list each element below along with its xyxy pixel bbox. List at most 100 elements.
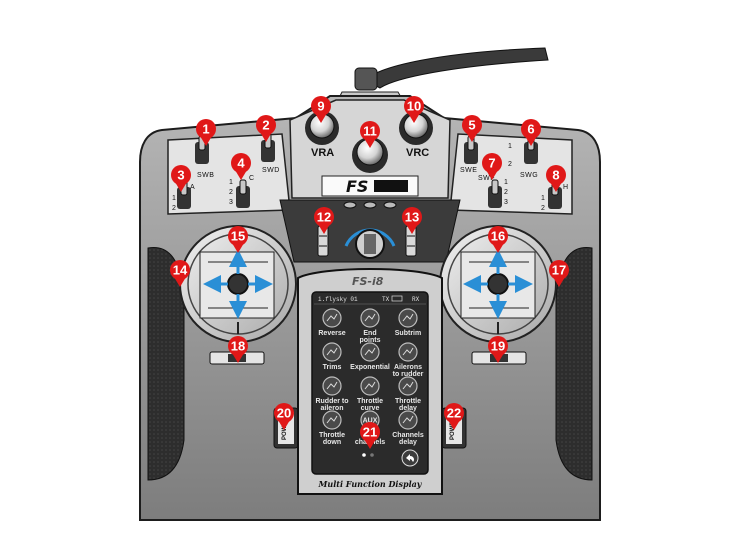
- menu-item[interactable]: Exponential: [350, 342, 390, 371]
- callout-14: 14: [170, 260, 190, 287]
- menu-item-label: Subtrim: [395, 330, 421, 337]
- menu-item-icon: [398, 410, 418, 430]
- knob-vra[interactable]: VRA: [305, 111, 339, 159]
- menu-item-icon: [398, 376, 418, 396]
- menu-item-label: Throttle: [395, 398, 421, 405]
- callout-number: 16: [491, 229, 505, 244]
- switch-swf-label: SWF: [478, 175, 495, 182]
- callout-21: 21: [360, 422, 380, 449]
- switch-swe-label: SWE: [460, 167, 477, 174]
- pos-mark: 2: [229, 189, 233, 196]
- menu-item-label: Rudder to: [315, 398, 348, 405]
- indicator-leds: [343, 201, 397, 209]
- knob-vrc[interactable]: VRC: [399, 111, 433, 159]
- status-tx: TX: [382, 296, 390, 303]
- menu-item-icon: [360, 308, 380, 328]
- menu-item-glyph: [364, 381, 376, 390]
- menu-item[interactable]: Subtrim: [395, 308, 421, 337]
- status-model: i.flysky 01: [318, 296, 358, 303]
- callout-number: 22: [447, 406, 461, 421]
- pos-mark: 2: [504, 189, 508, 196]
- switch-swg-label: SWG: [520, 172, 538, 179]
- brand-logo: FS: [346, 177, 408, 196]
- menu-item-label: Reverse: [318, 330, 345, 337]
- menu-item-glyph: [402, 347, 414, 356]
- pos-mark: 1: [504, 179, 508, 186]
- menu-item-icon: [322, 376, 342, 396]
- switch-swb-label: SWB: [197, 172, 214, 179]
- menu-item-glyph: [326, 381, 338, 390]
- callout-number: 7: [488, 156, 495, 171]
- menu-item-icon: [322, 308, 342, 328]
- switch-swc-label: C: [249, 175, 255, 182]
- switch-swa-label: A: [190, 184, 195, 191]
- menu-item-glyph: [364, 347, 376, 356]
- callout-number: 11: [363, 124, 377, 139]
- menu-item-sublabel: points: [360, 337, 381, 344]
- switch-swd-label: SWD: [262, 167, 280, 174]
- pos-mark: 1: [541, 195, 545, 202]
- callout-2: 2: [256, 115, 276, 142]
- switch-swc[interactable]: C: [236, 175, 255, 208]
- callout-1: 1: [196, 119, 216, 146]
- callout-3: 3: [171, 165, 191, 192]
- callout-5: 5: [462, 115, 482, 142]
- pos-mark: 1: [508, 143, 512, 150]
- menu-item-glyph: [402, 381, 414, 390]
- callout-15: 15: [228, 226, 248, 253]
- menu-item-label: Ailerons: [394, 364, 422, 371]
- callout-number: 10: [407, 99, 421, 114]
- menu-item[interactable]: Reverse: [318, 308, 346, 337]
- menu-item-glyph: [326, 347, 338, 356]
- callout-number: 13: [405, 210, 419, 225]
- menu-item-glyph: [402, 415, 414, 424]
- pos-mark: 1: [172, 195, 176, 202]
- menu-item-glyph: [326, 313, 338, 322]
- callout-number: 6: [527, 122, 534, 137]
- menu-item-icon: [322, 342, 342, 362]
- menu-item-sublabel: delay: [399, 405, 417, 412]
- brand-logo-text: FS: [346, 177, 368, 196]
- callout-number: 21: [363, 425, 377, 440]
- pos-mark: 3: [229, 199, 233, 206]
- back-button[interactable]: [401, 449, 419, 467]
- menu-item-glyph: [364, 313, 376, 322]
- menu-item-label: Trims: [323, 364, 342, 371]
- gimbal-left[interactable]: [179, 225, 297, 343]
- menu-item[interactable]: Trims: [322, 342, 342, 371]
- scroll-roller[interactable]: [344, 228, 396, 259]
- callout-9: 9: [311, 96, 331, 123]
- gimbal-right[interactable]: [439, 225, 557, 343]
- callout-19: 19: [488, 336, 508, 363]
- menu-item-icon: [360, 342, 380, 362]
- knob-vra-label: VRA: [311, 147, 334, 159]
- switch-swf[interactable]: SWF: [478, 175, 502, 208]
- pos-mark: 2: [508, 161, 512, 168]
- menu-item-sublabel: down: [323, 439, 341, 446]
- callout-number: 1: [202, 122, 209, 137]
- menu-item-glyph: [326, 415, 338, 424]
- knob-vrc-label: VRC: [406, 147, 429, 159]
- menu-item-label: End: [363, 330, 376, 337]
- page-dots: [362, 453, 374, 457]
- menu-item-icon: [398, 342, 418, 362]
- callout-number: 18: [231, 339, 245, 354]
- menu-item-label: Exponential: [350, 364, 390, 371]
- knob-center[interactable]: [352, 137, 388, 173]
- callout-17: 17: [549, 260, 569, 287]
- callout-number: 15: [231, 229, 245, 244]
- callout-7: 7: [482, 153, 502, 180]
- aux-icon-text: AUX: [363, 418, 378, 425]
- callout-number: 17: [552, 263, 566, 278]
- menu-item-icon: [322, 410, 342, 430]
- callout-number: 14: [173, 263, 188, 278]
- pos-mark: 3: [504, 199, 508, 206]
